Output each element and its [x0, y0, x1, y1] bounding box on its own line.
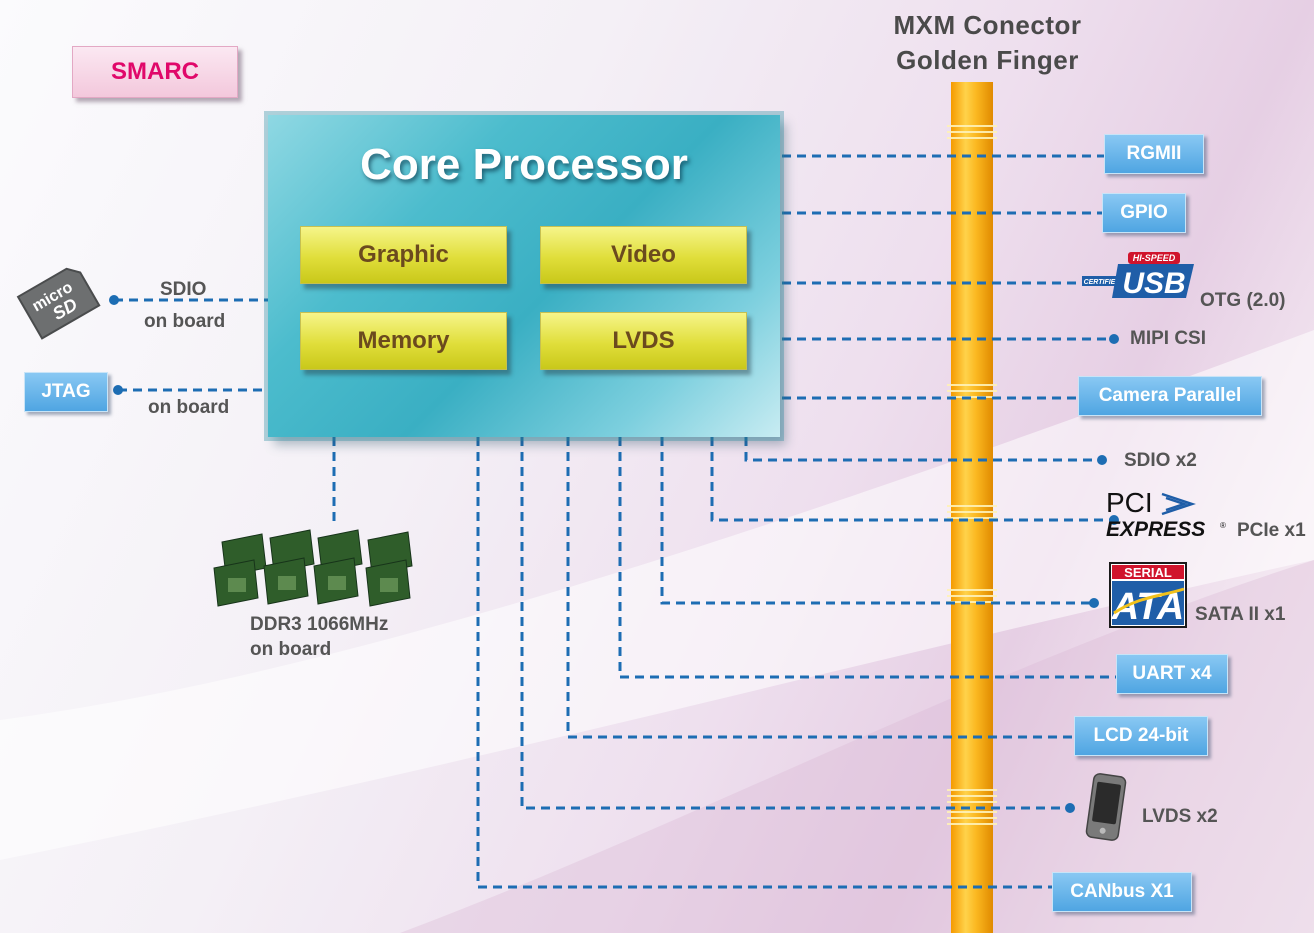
pcie-logo-reg: ® — [1220, 521, 1226, 530]
link-uart — [618, 437, 1116, 679]
block-lvds: LVDS — [540, 312, 747, 370]
sata-logo-top: SERIAL — [1124, 565, 1172, 580]
pcie-logo-bottom: EXPRESS — [1106, 518, 1205, 540]
ddr3-chips-icon — [213, 529, 413, 607]
canbus-pill: CANbus X1 — [1052, 872, 1192, 912]
jtag-pill: JTAG — [24, 372, 108, 412]
uart-pill: UART x4 — [1116, 654, 1228, 694]
node-sata — [1089, 598, 1099, 608]
block-video: Video — [540, 226, 747, 284]
ddr3-label: DDR3 1066MHz — [250, 614, 389, 635]
golden-finger-ridges — [947, 125, 997, 825]
usb-logo-badge: HI-SPEED — [1133, 253, 1176, 263]
node-sdio-x2 — [1097, 455, 1107, 465]
usb-logo-icon: HI-SPEED CERTIFIED USB TM — [1082, 252, 1194, 300]
link-pcie — [710, 437, 1114, 522]
connector-title-line1: MXM Conector — [893, 10, 1082, 40]
usb-logo-certified: CERTIFIED — [1084, 279, 1121, 286]
lcd-pill: LCD 24-bit — [1074, 716, 1208, 756]
connector-title-line2: Golden Finger — [896, 45, 1079, 75]
node-pcie — [1109, 515, 1119, 525]
usb-logo-text: USB — [1122, 267, 1185, 300]
sata-label: SATA II x1 — [1195, 604, 1286, 625]
node-sdio-left — [109, 295, 119, 305]
pcie-logo-top: PCI — [1106, 488, 1153, 518]
link-lvds — [520, 437, 1070, 810]
sdio-x2-label: SDIO x2 — [1124, 450, 1197, 471]
node-mipi — [1109, 334, 1119, 344]
link-sata — [660, 437, 1094, 605]
lvds-label: LVDS x2 — [1142, 806, 1218, 827]
sata-logo-icon: SERIAL ATA — [1109, 562, 1187, 628]
node-lvds — [1065, 803, 1075, 813]
jtag-sub: on board — [148, 397, 230, 418]
pcie-label: PCIe x1 — [1237, 520, 1306, 541]
smarc-badge: SMARC — [72, 46, 238, 98]
pcie-logo-icon: PCI EXPRESS ® — [1106, 488, 1226, 540]
microsd-icon: micro SD — [16, 267, 101, 340]
ddr3-sub: on board — [250, 639, 332, 660]
rgmii-pill: RGMII — [1104, 134, 1204, 174]
phone-device-icon — [1085, 773, 1127, 841]
block-graphic: Graphic — [300, 226, 507, 284]
camera-parallel-pill: Camera Parallel — [1078, 376, 1262, 416]
sdio-left-label: SDIO — [160, 279, 207, 300]
golden-finger-bar — [951, 82, 993, 933]
node-jtag — [113, 385, 123, 395]
link-can — [476, 437, 1052, 889]
connector-title: MXM Conector Golden Finger — [850, 8, 1125, 78]
usb-otg-label: OTG (2.0) — [1200, 290, 1286, 311]
mipi-label: MIPI CSI — [1130, 328, 1207, 349]
link-sdio-x2 — [744, 437, 1102, 462]
usb-logo-tm: TM — [1178, 294, 1185, 300]
core-processor-title: Core Processor — [360, 140, 688, 189]
link-lcd — [566, 437, 1074, 739]
sdio-left-sub: on board — [144, 311, 226, 332]
block-memory: Memory — [300, 312, 507, 370]
gpio-pill: GPIO — [1102, 193, 1186, 233]
